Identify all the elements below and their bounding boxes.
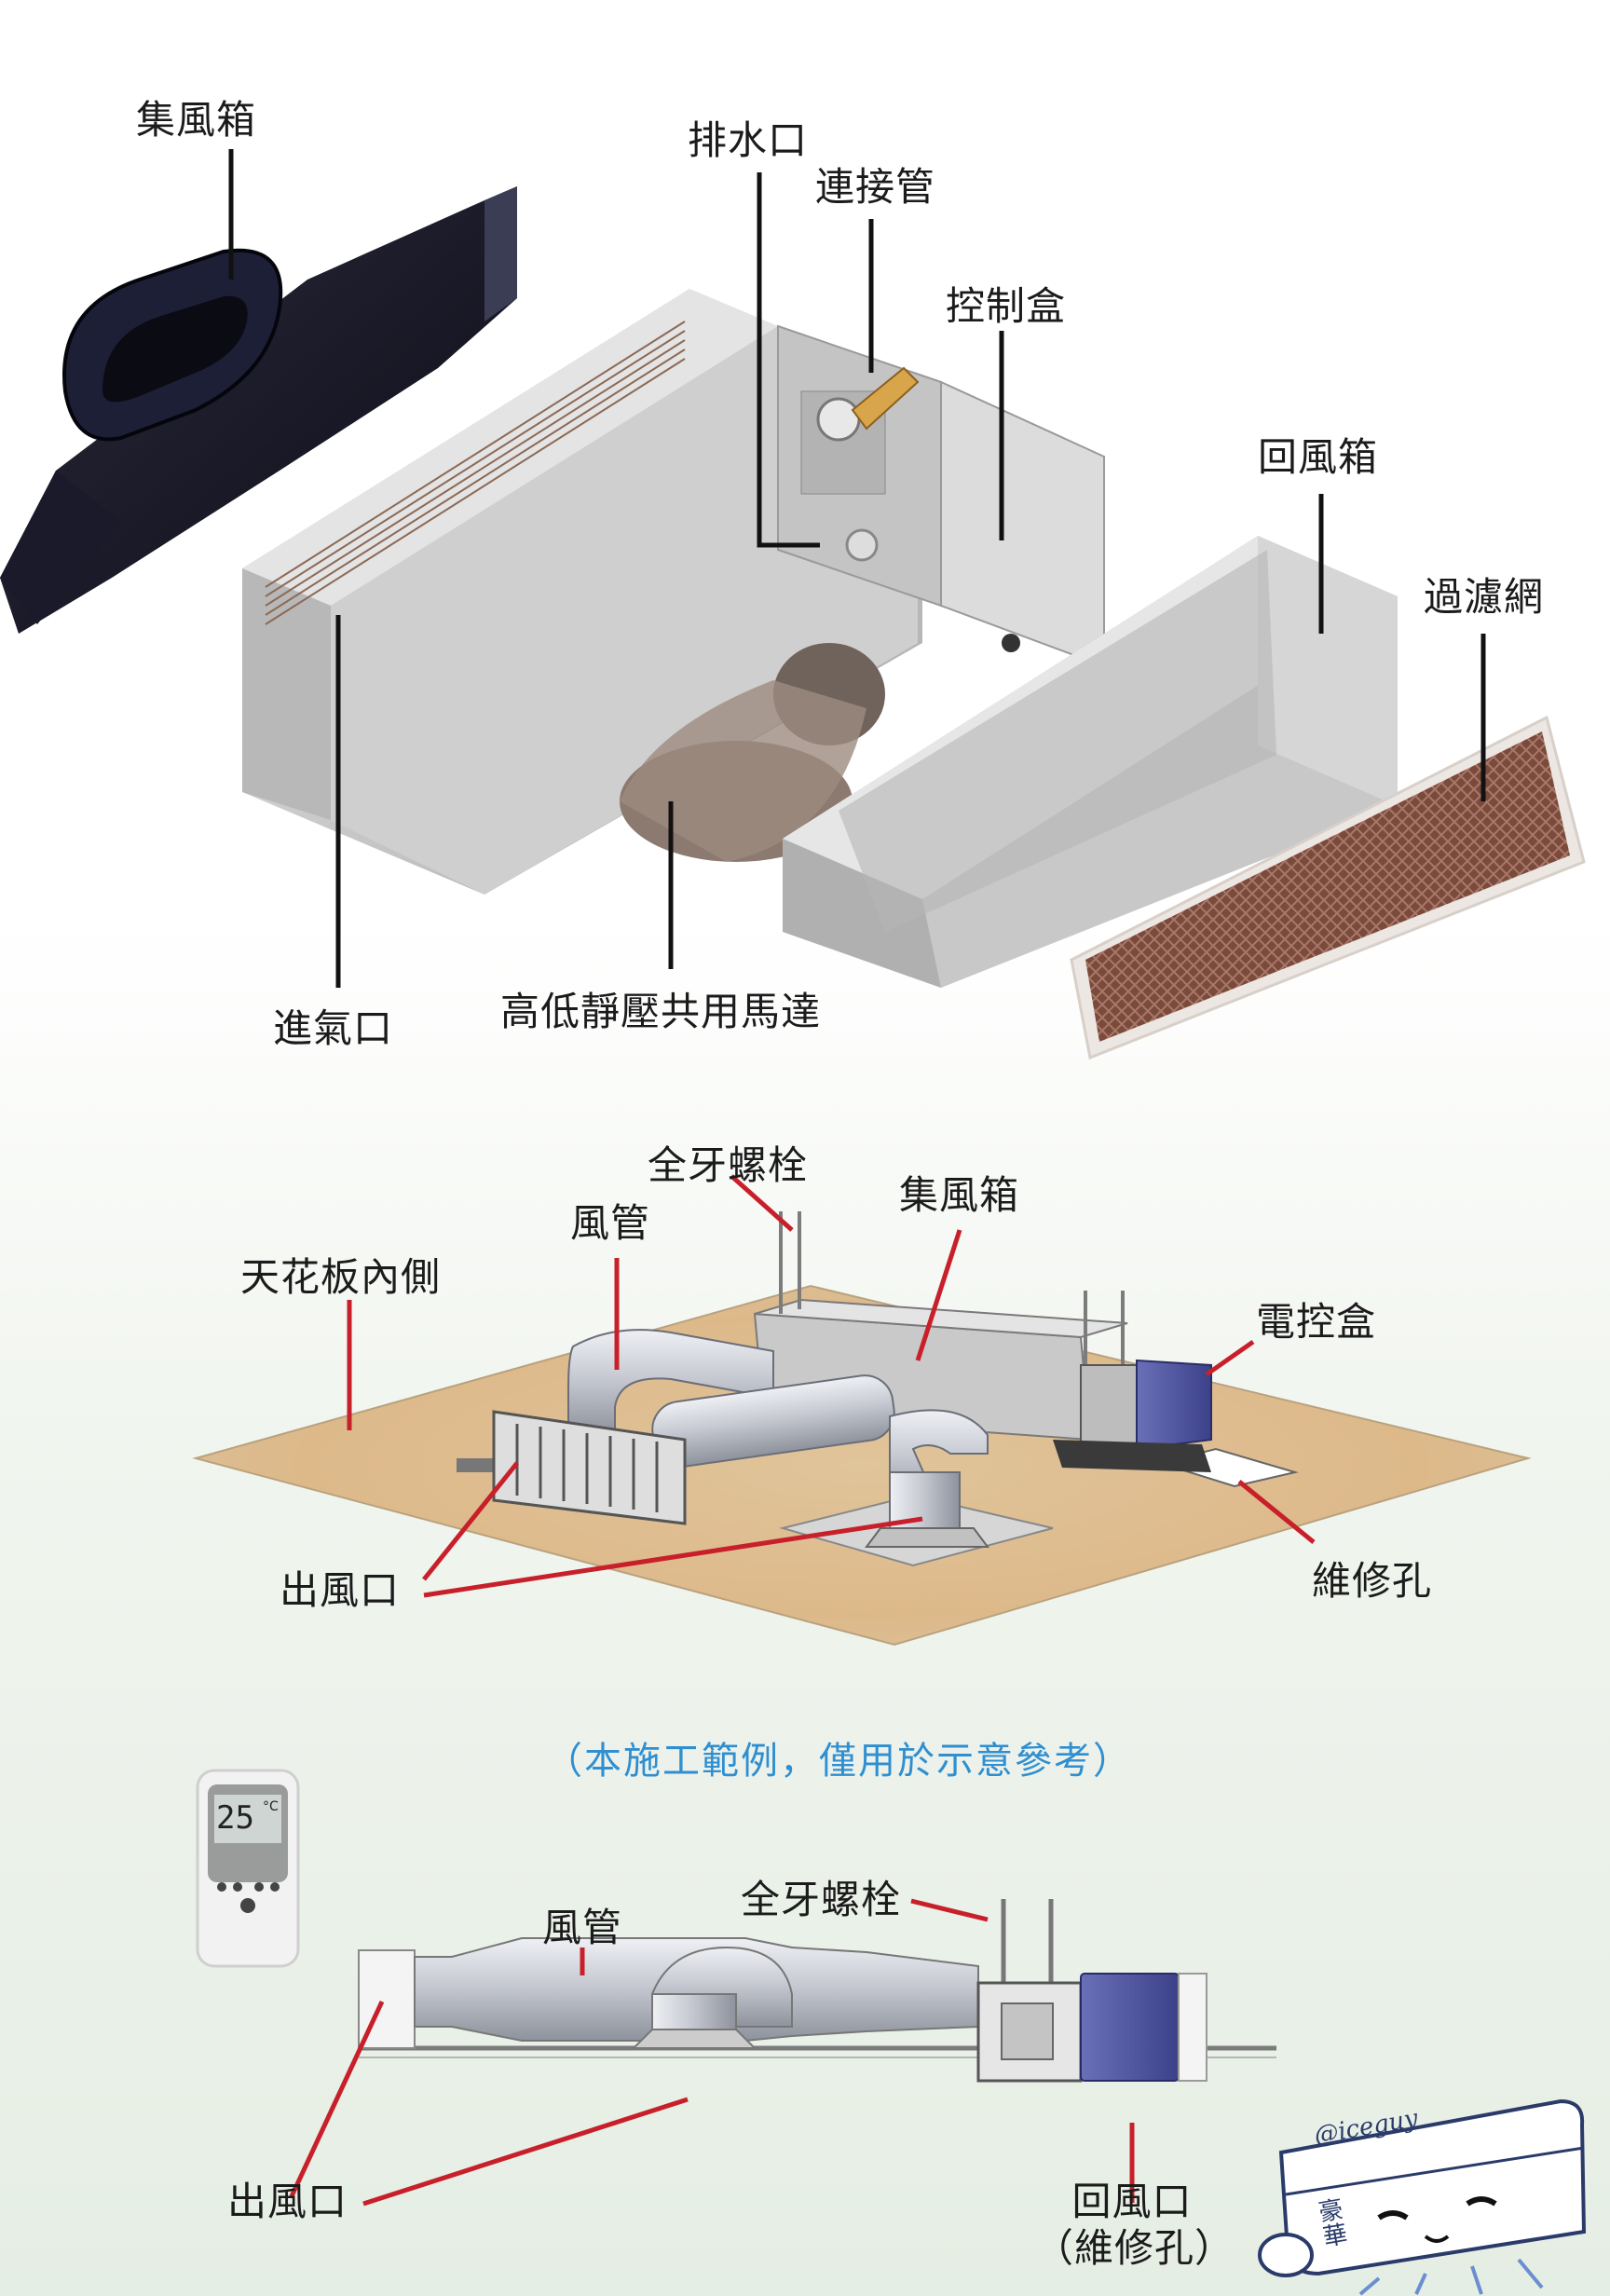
label-duct-mid: 風管 — [570, 1200, 651, 1246]
remote-control — [196, 1769, 300, 1968]
label-return-outlet-line1: 回風口 — [1071, 2179, 1193, 2224]
label-motor: 高低靜壓共用馬達 — [500, 989, 822, 1034]
label-threaded-rod-bottom: 全牙螺栓 — [741, 1877, 902, 1922]
filter-shape — [1070, 715, 1586, 1060]
label-drain-port: 排水口 — [688, 117, 809, 163]
mid-leader-lines — [347, 1174, 1316, 1598]
label-return-outlet: 回風口 （維修孔） — [1034, 2179, 1235, 2271]
supply-grille-shape — [492, 1410, 687, 1525]
plenum-box-shape — [0, 186, 517, 634]
bottom-leader-lines — [289, 1898, 1135, 2207]
remote-display-value: 25 — [216, 1799, 254, 1837]
main-unit-shape — [242, 289, 1105, 895]
label-air-outlet-bottom: 出風口 — [227, 2179, 348, 2224]
label-access-hole: 維修孔 — [1312, 1558, 1433, 1604]
label-electric-box: 電控盒 — [1256, 1299, 1377, 1345]
return-box-shape — [783, 536, 1398, 988]
label-connector-pipe: 連接管 — [815, 164, 936, 210]
label-filter: 過濾網 — [1424, 574, 1545, 620]
side-view-illustration — [196, 1769, 1276, 2083]
label-air-inlet: 進氣口 — [273, 1005, 394, 1051]
label-control-box: 控制盒 — [946, 283, 1067, 329]
ceiling-installation-illustration — [192, 1211, 1532, 1647]
label-return-outlet-line2: （維修孔） — [1034, 2224, 1235, 2271]
label-air-outlet-mid: 出風口 — [280, 1567, 401, 1613]
exploded-unit-illustration — [0, 186, 1586, 1060]
label-plenum-box-mid: 集風箱 — [899, 1172, 1020, 1218]
label-threaded-rod-mid: 全牙螺栓 — [648, 1142, 809, 1188]
top-leader-lines — [228, 149, 1486, 988]
remote-display-unit: °C — [263, 1799, 279, 1814]
label-plenum-box: 集風箱 — [136, 97, 257, 143]
label-duct-bottom: 風管 — [542, 1905, 623, 1950]
watermark-mascot — [1258, 2098, 1587, 2296]
disclaimer-note: （本施工範例，僅用於示意參考） — [545, 1740, 1132, 1783]
label-ceiling-inside: 天花板內側 — [240, 1254, 442, 1300]
label-return-box: 回風箱 — [1258, 434, 1379, 480]
